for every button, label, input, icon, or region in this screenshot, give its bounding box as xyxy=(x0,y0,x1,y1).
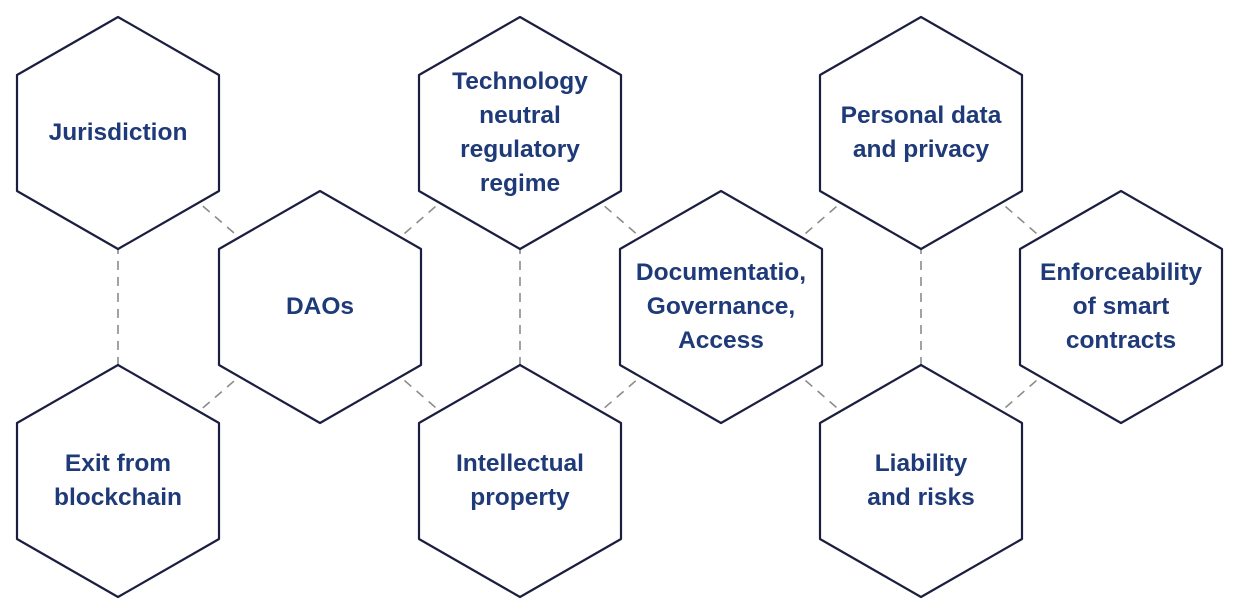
connector-line xyxy=(117,132,321,308)
hexagons xyxy=(15,15,1224,599)
connector-line xyxy=(519,306,722,482)
connector-line xyxy=(319,132,521,308)
connector-line xyxy=(117,306,321,482)
hexagon-liability-and-risks xyxy=(818,363,1024,599)
hexagon-intellectual-property xyxy=(417,363,623,599)
hexagon-exit-from-blockchain xyxy=(15,363,221,599)
connector-line xyxy=(720,306,922,482)
hexagon-documentation-governance-access xyxy=(618,189,824,425)
hexagon-daos xyxy=(217,189,423,425)
connector-line xyxy=(519,132,722,308)
connector-line xyxy=(720,132,922,308)
hexagon-enforceability-of-smart-contracts xyxy=(1018,189,1224,425)
hexagon-jurisdiction xyxy=(15,15,221,251)
connector-line xyxy=(920,132,1122,308)
connector-line xyxy=(319,306,521,482)
connector-line xyxy=(920,306,1122,482)
hexagon-technology-neutral-regulatory-regime xyxy=(417,15,623,251)
hexagon-personal-data-and-privacy xyxy=(818,15,1024,251)
